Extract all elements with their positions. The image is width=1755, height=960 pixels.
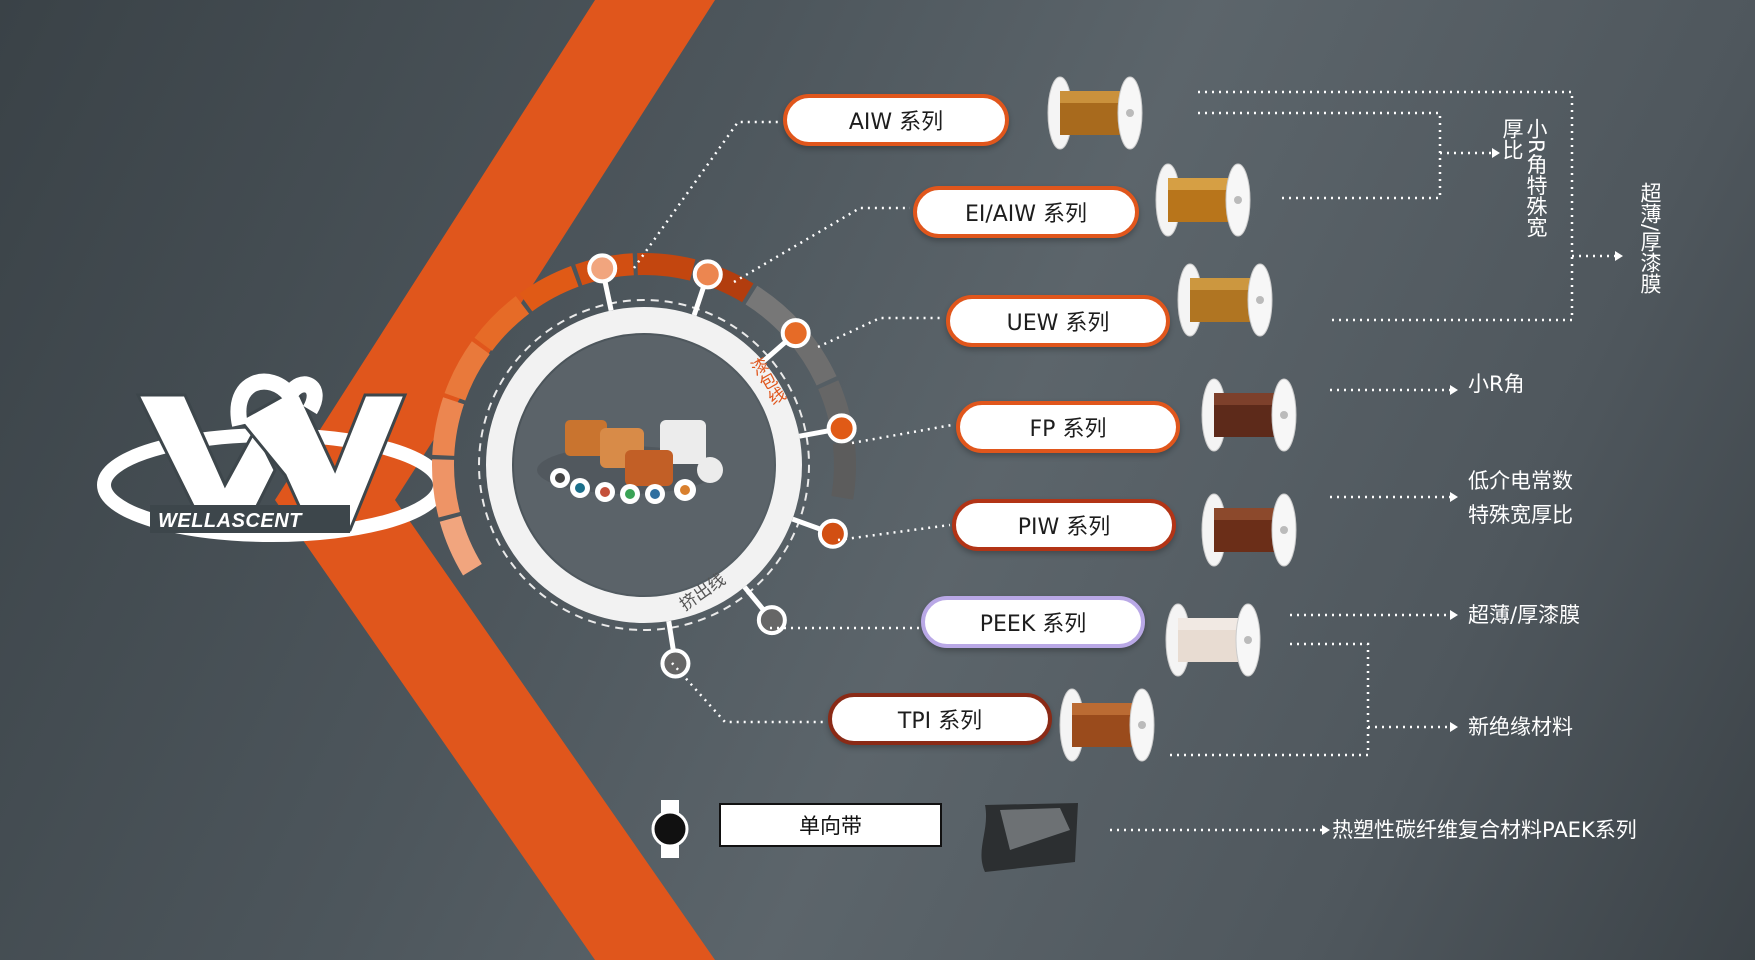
feature-piw-line1: 低介电常数 <box>1468 469 1573 493</box>
arc-segment <box>432 397 464 456</box>
arc-segment <box>637 253 696 281</box>
coil-spool-icon <box>1059 688 1155 762</box>
feature-peek-thin: 超薄/厚漆膜 <box>1468 603 1581 627</box>
coil-spool-icon <box>1047 76 1143 150</box>
series-pill-uew[interactable]: UEW 系列 <box>946 295 1170 347</box>
feature-fp-small-r: 小R角 <box>1468 372 1525 396</box>
main-ring <box>486 307 802 623</box>
ring-node <box>660 648 691 679</box>
coil-spool-icon <box>1201 378 1297 452</box>
wellascent-logo <box>97 373 447 542</box>
product-cluster-image <box>537 420 723 504</box>
brand-name: WELLASCENT <box>158 510 302 532</box>
feature-paek: 热塑性碳纤维复合材料PAEK系列 <box>1332 818 1637 842</box>
series-pill-tpi[interactable]: TPI 系列 <box>828 693 1052 745</box>
ring-node <box>817 518 848 549</box>
feature-ultra-thin-thick: 超薄/厚漆膜 <box>1638 182 1662 295</box>
arc-segment <box>519 265 579 312</box>
ring-node <box>780 318 811 349</box>
unidirectional-tape-label[interactable]: 单向带 <box>719 803 942 847</box>
feature-small-r-wide-ratio: 小R角特殊宽厚比 <box>1500 118 1548 238</box>
coil-spool-icon <box>1165 603 1261 677</box>
coil-spool-icon <box>1201 493 1297 567</box>
arrow-markers <box>1322 148 1623 835</box>
arc-segment <box>444 341 490 401</box>
arc-segment <box>432 459 460 518</box>
coil-spool-icon <box>1155 163 1251 237</box>
arc-segment <box>439 515 482 576</box>
band-marker-icon <box>651 800 689 858</box>
series-pill-peek[interactable]: PEEK 系列 <box>921 596 1145 648</box>
carbon-fiber-sheet-icon <box>981 803 1078 872</box>
coil-spool-icon <box>1177 263 1273 337</box>
ring-node <box>587 253 618 284</box>
feature-new-insulation: 新绝缘材料 <box>1468 715 1573 739</box>
ring-node <box>756 605 787 636</box>
ring-node <box>692 259 723 290</box>
segmented-arc <box>432 253 857 679</box>
series-pill-fp[interactable]: FP 系列 <box>956 401 1180 453</box>
dashed-ring <box>478 299 810 631</box>
series-pill-piw[interactable]: PIW 系列 <box>952 499 1176 551</box>
arc-segment <box>474 296 530 351</box>
feature-piw-line2: 特殊宽厚比 <box>1468 503 1573 527</box>
arc-segment <box>831 441 857 500</box>
series-pill-ei-aiw[interactable]: EI/AIW 系列 <box>913 186 1139 238</box>
coil-images <box>1047 76 1297 762</box>
ring-node <box>826 413 857 444</box>
series-pill-aiw[interactable]: AIW 系列 <box>783 94 1009 146</box>
connector-lines <box>632 90 1615 832</box>
